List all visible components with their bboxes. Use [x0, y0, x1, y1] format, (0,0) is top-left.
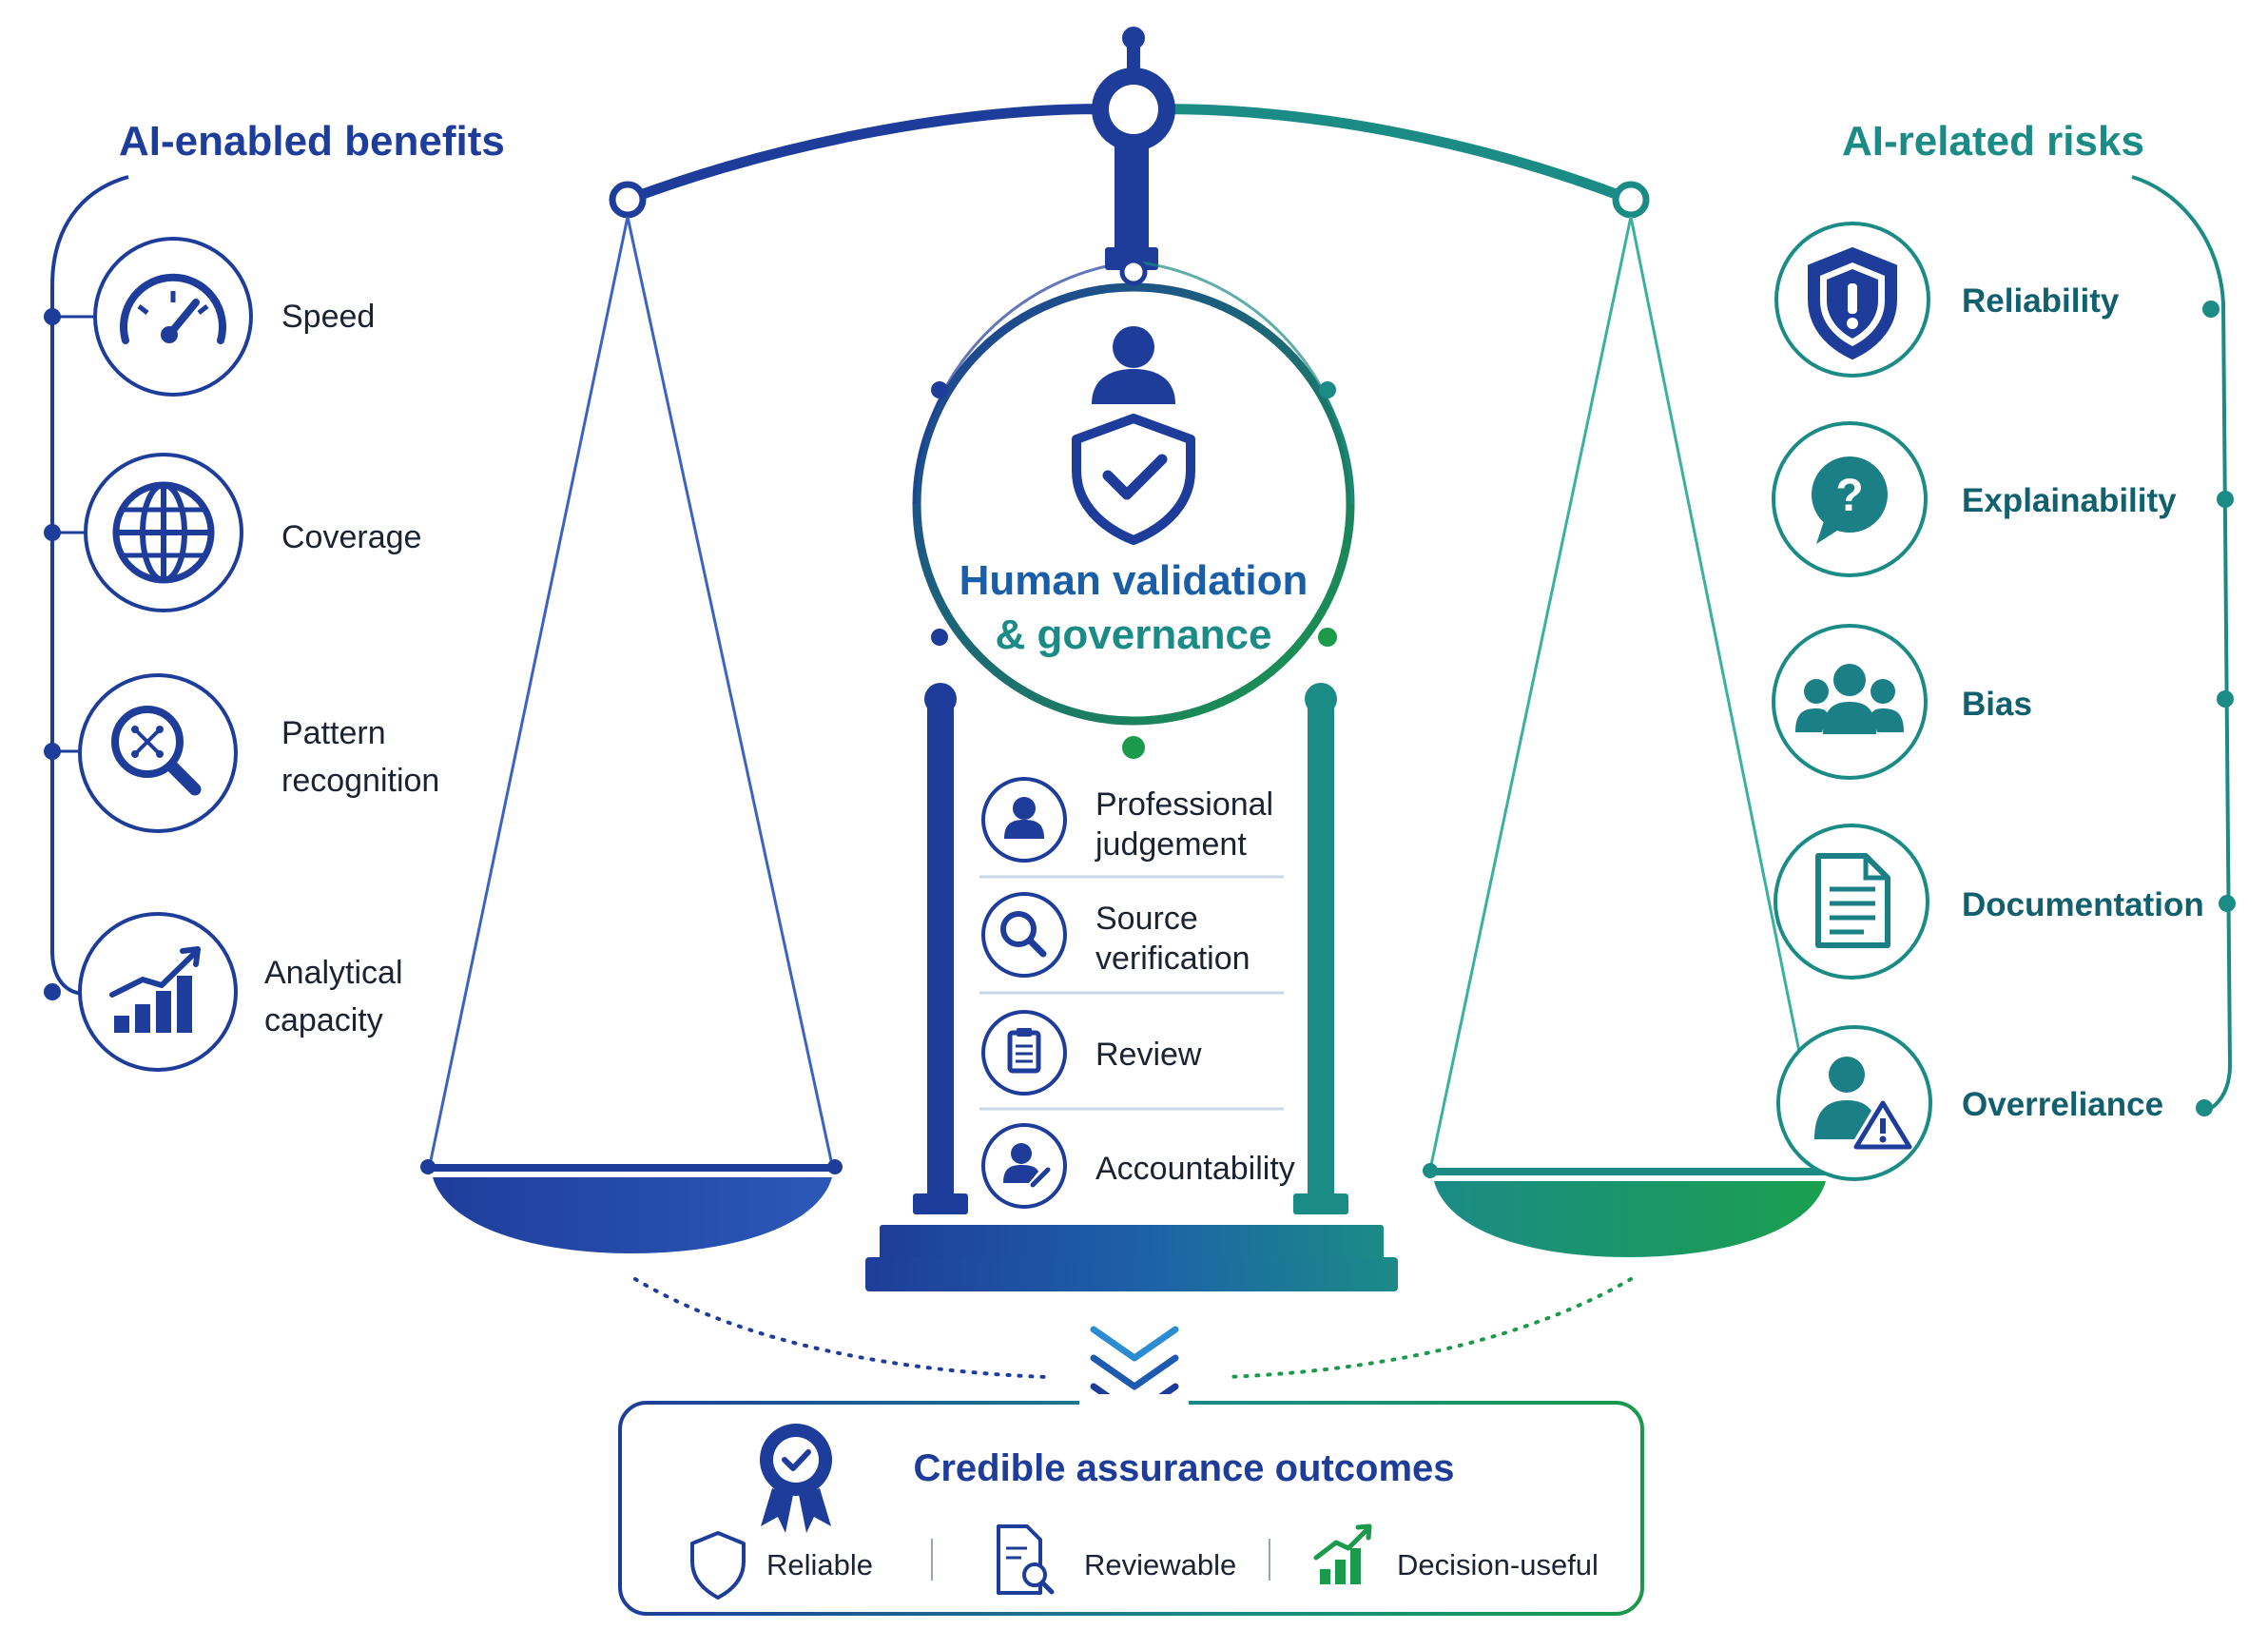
- benefit-label-line2: recognition: [281, 763, 439, 799]
- risk-label: Bias: [1962, 686, 2032, 723]
- risk-label: Documentation: [1962, 886, 2204, 923]
- benefit-pattern-recognition: Pattern recognition: [78, 673, 439, 833]
- center-item-label-line1: Professional: [1095, 786, 1273, 823]
- left-pan: [420, 216, 843, 1253]
- person-warning-icon: [1814, 1057, 1912, 1150]
- benefits-header: AI-enabled benefits: [119, 118, 505, 165]
- center-item-review: Review: [981, 1010, 1202, 1096]
- center-item-label: Accountability: [1095, 1151, 1295, 1187]
- globe-icon: [112, 481, 215, 584]
- benefits-bracket: [50, 175, 129, 996]
- outcome-label: Reviewable: [1084, 1548, 1236, 1581]
- risk-label: Overreliance: [1962, 1086, 2163, 1123]
- bracket-dot: [2217, 491, 2234, 508]
- scale-beam: [609, 27, 1650, 270]
- governance-circle: [901, 258, 1367, 759]
- bracket-dot: [44, 983, 61, 1000]
- outcome-title: Credible assurance outcomes: [913, 1447, 1454, 1489]
- center-item-accountability: Accountability: [981, 1123, 1295, 1209]
- bar-growth-icon: [1313, 1523, 1372, 1584]
- risk-bias: Bias: [1772, 624, 2032, 780]
- outcome-label: Decision-useful: [1397, 1548, 1599, 1581]
- outcome-reviewable: Reviewable: [997, 1524, 1236, 1595]
- risk-label: Reliability: [1962, 282, 2120, 320]
- growth-chart-icon: [109, 946, 201, 1033]
- governance-title-line2: & governance: [996, 611, 1272, 658]
- clipboard-icon: [1007, 1028, 1041, 1074]
- outcome-label: Reliable: [766, 1548, 873, 1581]
- center-item-professional-judgement: Professional judgement: [981, 777, 1283, 863]
- risk-label: Explainability: [1962, 482, 2177, 519]
- magnifier-icon: [1000, 911, 1047, 958]
- benefit-label-line1: Pattern: [281, 715, 386, 751]
- benefit-coverage: Coverage: [84, 453, 421, 612]
- center-item-label: Review: [1095, 1037, 1202, 1073]
- benefit-label: Pattern recognition: [281, 715, 439, 799]
- bracket-dot: [2196, 1099, 2213, 1116]
- bracket-dot: [2202, 301, 2220, 318]
- badge-icon: [760, 1424, 832, 1533]
- group-icon: [1795, 664, 1904, 734]
- risks-bracket: [2131, 175, 2233, 1113]
- risk-explainability: ? Explainability: [1772, 421, 2177, 577]
- outcome-box: Credible assurance outcomes Reliable Rev…: [618, 1394, 1644, 1616]
- right-pan: [1423, 216, 1831, 1257]
- center-list: Professional judgement Source verificati…: [968, 761, 1295, 1209]
- benefit-label-line2: capacity: [264, 1002, 383, 1038]
- person-pen-icon: [1003, 1143, 1051, 1188]
- document-search-icon: [997, 1524, 1055, 1595]
- right-dotted-connector: [1225, 1277, 1633, 1379]
- question-bubble-icon: ?: [1812, 456, 1888, 544]
- pattern-search-icon: [111, 706, 202, 796]
- center-item-label-line2: judgement: [1095, 826, 1247, 863]
- shield-icon: [690, 1531, 746, 1600]
- benefit-label: Speed: [281, 299, 375, 335]
- center-item-source-verification: Source verification: [981, 892, 1250, 978]
- risks-header: AI-related risks: [1842, 118, 2144, 165]
- gauge-icon: [120, 273, 226, 344]
- center-item-label-line1: Source: [1095, 901, 1198, 937]
- outcome-reliable: Reliable: [690, 1531, 873, 1600]
- benefit-speed: Speed: [93, 237, 375, 397]
- center-item-label: Source verification: [1095, 901, 1250, 977]
- governance-shield-icon: [1072, 326, 1195, 545]
- center-stand: [865, 683, 1398, 1291]
- bracket-dot: [2217, 690, 2234, 708]
- outcome-decision-useful: Decision-useful: [1313, 1523, 1599, 1584]
- governance-title-line1: Human validation: [960, 557, 1308, 604]
- benefit-label: Coverage: [281, 519, 421, 555]
- question-mark: ?: [1835, 471, 1863, 521]
- left-dotted-connector: [633, 1277, 1048, 1379]
- bracket-dot: [2219, 895, 2236, 912]
- center-item-label-line2: verification: [1095, 941, 1250, 977]
- risk-documentation: Documentation: [1774, 824, 2204, 980]
- person-icon: [1004, 797, 1044, 839]
- document-icon: [1815, 853, 1890, 948]
- center-item-label: Professional judgement: [1095, 786, 1283, 863]
- risk-reliability: Reliability: [1774, 222, 2120, 378]
- benefit-analytical-capacity: Analytical capacity: [78, 912, 412, 1072]
- shield-alert-icon: [1808, 246, 1897, 360]
- benefit-label-line1: Analytical: [264, 955, 403, 991]
- risk-overreliance: Overreliance: [1776, 1025, 2163, 1181]
- benefit-label: Analytical capacity: [264, 955, 412, 1038]
